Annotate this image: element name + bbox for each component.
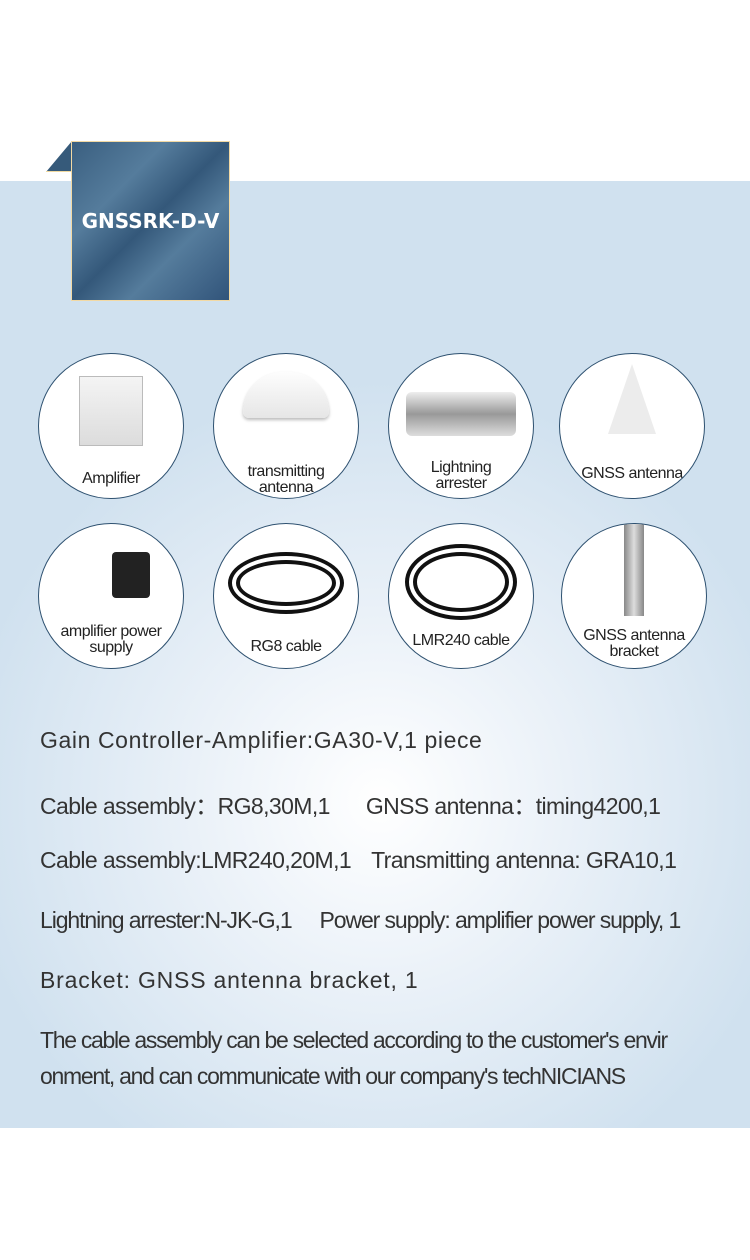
amplifier-image	[79, 376, 143, 446]
rg8-cable-image	[228, 552, 344, 614]
lmr240-cable-image	[405, 544, 517, 620]
product-gnss-antenna: GNSS antenna	[559, 353, 705, 499]
product-label: bracket	[609, 643, 659, 660]
product-title: GNSSRK-D-V	[81, 209, 220, 233]
spec-transmitting-antenna: Transmitting antenna: GRA10,1	[371, 847, 677, 873]
spec-row-2: Cable assembly：RG8,30M,1 GNSS antenna：tim…	[40, 787, 661, 821]
spec-gnss-antenna: GNSS antenna：timing4200,1	[365, 793, 661, 819]
arrester-image	[406, 392, 516, 436]
product-amplifier-power-supply: amplifier power supply	[38, 523, 184, 669]
power-supply-image	[112, 552, 150, 598]
antenna-image	[243, 372, 329, 418]
product-title-badge: GNSSRK-D-V	[71, 141, 230, 301]
note-line-2: onment, and can communicate with our com…	[40, 1063, 626, 1089]
product-label: supply	[89, 639, 133, 656]
product-label: transmitting	[247, 463, 325, 480]
note-line-1: The cable assembly can be selected accor…	[40, 1027, 668, 1053]
spec-amplifier: Gain Controller-Amplifier:GA30-V,1 piece	[40, 727, 483, 753]
product-label: GNSS antenna	[583, 627, 685, 644]
product-label: arrester	[435, 475, 487, 492]
spec-power-supply: Power supply: amplifier power supply, 1	[319, 907, 682, 933]
spec-cable-rg8: Cable assembly：RG8,30M,1	[40, 793, 330, 819]
badge-corner	[46, 141, 72, 172]
product-rg8-cable: RG8 cable	[213, 523, 359, 669]
spec-lightning-arrester: Lightning arrester:N-JK-G,1	[40, 907, 293, 933]
product-label: GNSS antenna	[581, 465, 683, 482]
product-lmr240-cable: LMR240 cable	[388, 523, 534, 669]
product-label: LMR240 cable	[412, 632, 510, 649]
spec-row-3: Cable assembly:LMR240,20M,1 Transmitting …	[40, 847, 677, 874]
spec-row-4: Lightning arrester:N-JK-G,1 Power supply:…	[40, 907, 682, 934]
spec-cable-lmr240: Cable assembly:LMR240,20M,1	[40, 847, 352, 873]
product-transmitting-antenna: transmitting antenna	[213, 353, 359, 499]
gnss-antenna-image	[608, 364, 656, 434]
spec-bracket: Bracket: GNSS antenna bracket, 1	[40, 967, 419, 993]
product-label: antenna	[258, 479, 314, 496]
product-label: amplifier power	[60, 623, 162, 640]
bracket-image	[624, 524, 644, 616]
product-gnss-antenna-bracket: GNSS antenna bracket	[561, 523, 707, 669]
product-label: RG8 cable	[250, 638, 322, 655]
product-lightning-arrester: Lightning arrester	[388, 353, 534, 499]
product-amplifier: Amplifier	[38, 353, 184, 499]
product-label: Lightning	[430, 459, 492, 476]
product-label: Amplifier	[82, 470, 140, 487]
badge-corner-line	[46, 171, 72, 172]
